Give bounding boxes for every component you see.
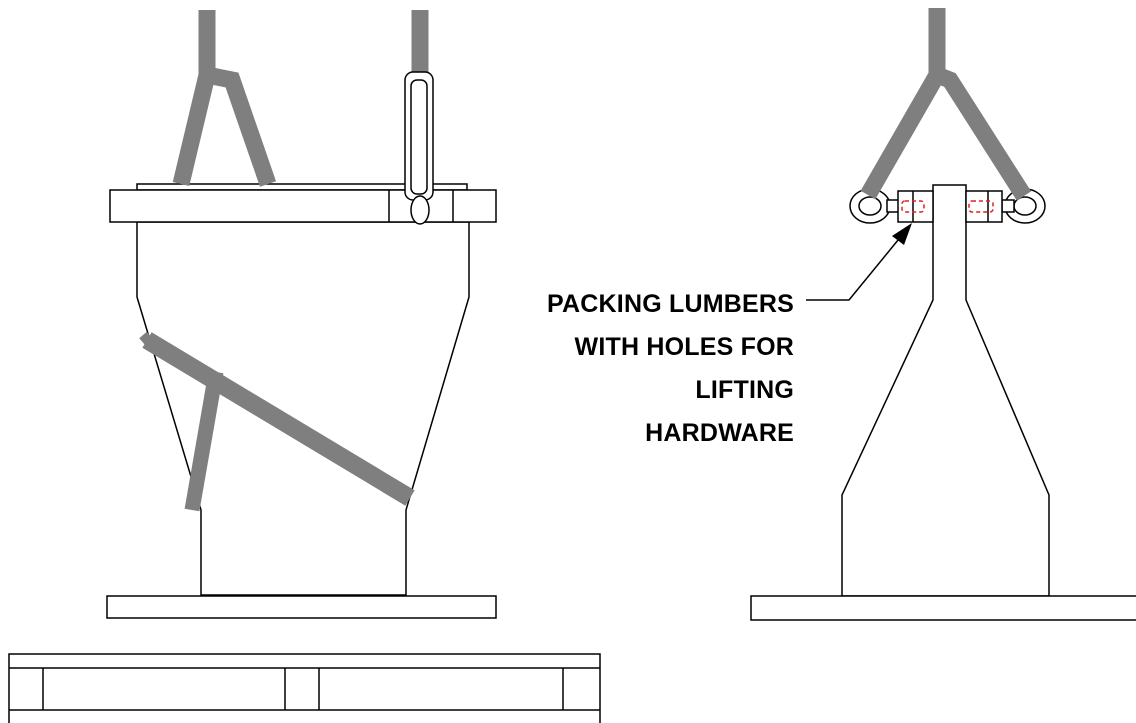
left-view xyxy=(106,10,497,619)
sling-right-leg-b xyxy=(933,67,1032,201)
hopper-body-left xyxy=(136,221,470,596)
bolt-highlight-right xyxy=(968,200,994,213)
sling-eye-inner xyxy=(410,79,428,195)
leader-arrowhead xyxy=(892,223,912,245)
top-lumber-beam-left xyxy=(109,189,497,223)
bolt-highlight-left xyxy=(901,200,925,213)
sling-right-leg-a xyxy=(860,70,945,200)
sling-leg-left-a xyxy=(172,10,216,186)
sling-leg-left-b xyxy=(205,66,277,187)
strap-diagonal-cap xyxy=(139,331,160,354)
right-view xyxy=(750,8,1136,621)
packing-lumber-right xyxy=(965,190,1003,223)
shackle-left xyxy=(410,195,430,225)
base-plate-left xyxy=(106,595,497,619)
strap-diagonal-short xyxy=(184,370,224,512)
callout-line-2: WITH HOLES FOR xyxy=(574,333,794,361)
callout-line-4: HARDWARE xyxy=(645,419,794,447)
lifting-eye-right xyxy=(1001,188,1046,224)
column-body-right xyxy=(841,184,1050,597)
strap-diagonal-long xyxy=(142,332,415,506)
lifting-eye-left xyxy=(849,188,900,224)
callout-label: PACKING LUMBERS WITH HOLES FOR LIFTING H… xyxy=(547,283,794,455)
callout-line-3: LIFTING xyxy=(695,376,794,404)
packing-lumber-left xyxy=(897,190,934,223)
bottom-lumber-view xyxy=(8,653,601,723)
base-plate-right xyxy=(750,595,1136,621)
bottom-lumber-outer xyxy=(8,653,601,723)
callout-leader xyxy=(806,223,912,301)
callout-line-1: PACKING LUMBERS xyxy=(547,290,794,318)
